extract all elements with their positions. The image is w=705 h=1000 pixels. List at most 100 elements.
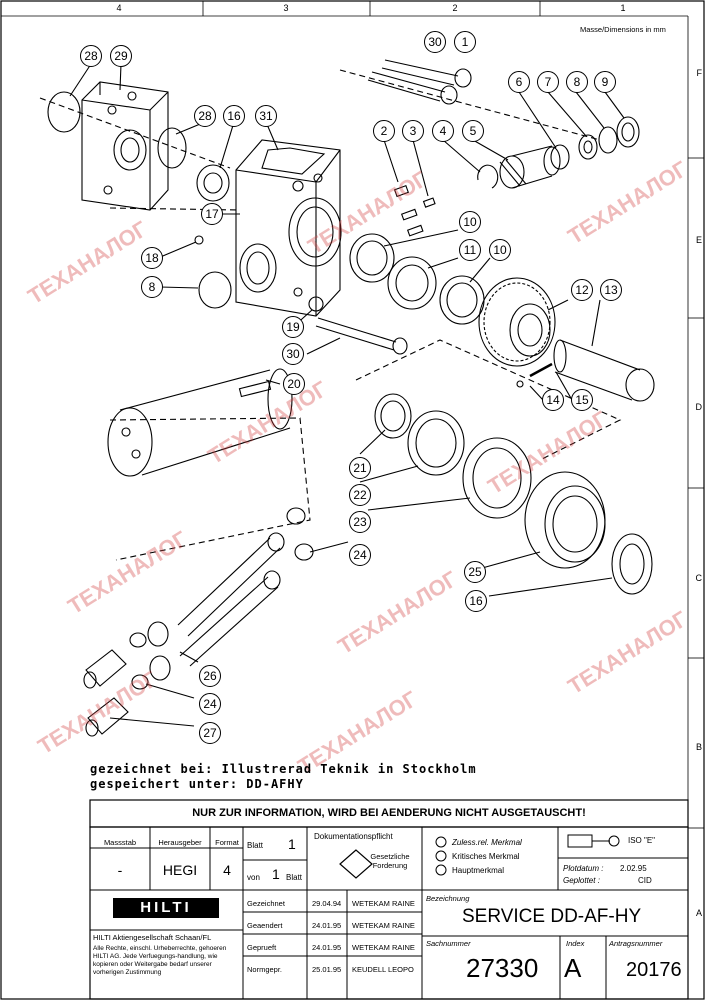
documentation-label: Dokumentationspflicht bbox=[314, 832, 393, 841]
sleeve-part bbox=[407, 410, 465, 476]
zone-label-side: B bbox=[695, 742, 702, 752]
seal-part bbox=[611, 533, 653, 595]
hilti-logo: HILTI bbox=[113, 898, 219, 918]
threaded-ring-part bbox=[524, 471, 606, 569]
part-number-balloon: 16 bbox=[465, 590, 487, 612]
bolt-part bbox=[367, 59, 472, 105]
part-number-balloon: 14 bbox=[542, 389, 564, 411]
index-label: Index bbox=[566, 939, 585, 948]
exploded-view-drawing bbox=[39, 59, 655, 737]
part-number-balloon: 3 bbox=[402, 120, 424, 142]
ball-bearing-part bbox=[462, 437, 532, 519]
part-number-balloon: 31 bbox=[255, 105, 277, 127]
company-name: HILTI Aktiengesellschaft Schaan/FL bbox=[93, 933, 212, 942]
worm-shaft-part bbox=[499, 145, 561, 189]
ring-part bbox=[374, 393, 412, 439]
part-number-balloon: 2 bbox=[373, 120, 395, 142]
part-number-balloon: 19 bbox=[282, 316, 304, 338]
zone-label-top: 4 bbox=[116, 3, 122, 13]
zone-label-side: C bbox=[695, 573, 703, 583]
info-banner: NUR ZUR INFORMATION, WIRD BEI AENDERUNG … bbox=[192, 807, 586, 819]
spur-gear-part bbox=[478, 277, 556, 367]
approval-row-date: 24.01.95 bbox=[312, 943, 342, 952]
part-number-balloon: 21 bbox=[349, 457, 371, 479]
part-number-balloon: 26 bbox=[199, 665, 221, 687]
dimensions-note: Masse/Dimensions in mm bbox=[580, 25, 666, 34]
part-number-balloon: 23 bbox=[349, 511, 371, 533]
part-number-balloon: 10 bbox=[489, 239, 511, 261]
bearing-part bbox=[550, 144, 570, 170]
feature-label-1: Zuless.rel. Merkmal bbox=[452, 838, 522, 847]
approval-row-label: Geaendert bbox=[247, 921, 283, 930]
iso-label: ISO "E" bbox=[628, 836, 656, 845]
part-number-balloon: 8 bbox=[141, 276, 163, 298]
feature-label-2: Kritisches Merkmal bbox=[452, 852, 520, 861]
part-number-balloon: 12 bbox=[571, 279, 593, 301]
part-number-balloon: 30 bbox=[424, 31, 446, 53]
main-housing-part bbox=[235, 139, 342, 317]
zone-label-side: A bbox=[695, 908, 702, 918]
part-number-balloon: 22 bbox=[349, 484, 371, 506]
spindle-part bbox=[553, 339, 655, 402]
washer-part bbox=[349, 233, 395, 283]
approval-row-date: 25.01.95 bbox=[312, 965, 342, 974]
saved-under-note: gespeichert unter: DD-AFHY bbox=[90, 777, 304, 791]
sheet-value: 1 bbox=[288, 836, 296, 852]
part-number-balloon: 15 bbox=[571, 389, 593, 411]
part-number-balloon: 27 bbox=[199, 722, 221, 744]
plotted-by-label: Geplottet : bbox=[563, 876, 600, 885]
part-number-balloon: 28 bbox=[194, 105, 216, 127]
nipple-part bbox=[83, 649, 129, 737]
format-value: 4 bbox=[223, 862, 231, 878]
approval-row-name: WETEKAM RAINE bbox=[352, 943, 415, 952]
format-label: Format bbox=[215, 838, 239, 847]
of-value: 1 bbox=[272, 866, 280, 882]
publisher-value: HEGI bbox=[162, 862, 198, 878]
part-number-balloon: 20 bbox=[283, 373, 305, 395]
part-number-balloon: 10 bbox=[459, 211, 481, 233]
zone-label-side: D bbox=[695, 402, 703, 412]
publisher-label: Herausgeber bbox=[158, 838, 202, 847]
designation-label: Bezeichnung bbox=[426, 894, 470, 903]
approval-row-name: WETEKAM RAINE bbox=[352, 921, 415, 930]
part-number-balloon: 1 bbox=[454, 31, 476, 53]
part-number-balloon: 9 bbox=[594, 71, 616, 93]
designation-value: SERVICE DD-AF-HY bbox=[462, 906, 642, 927]
approval-row-label: Normgepr. bbox=[247, 965, 283, 974]
plotted-by-value: CID bbox=[638, 876, 652, 885]
order-number-value: 20176 bbox=[626, 959, 682, 981]
part-number-balloon: 17 bbox=[201, 203, 223, 225]
circlip-part bbox=[477, 164, 499, 189]
drawn-by-note: gezeichnet bei: Illustrerad Teknik in St… bbox=[90, 762, 477, 776]
index-value: A bbox=[564, 953, 582, 983]
approval-row-date: 29.04.94 bbox=[312, 899, 342, 908]
part-number-balloon: 25 bbox=[464, 561, 486, 583]
part-number-label: Sachnummer bbox=[426, 939, 471, 948]
part-number-balloon: 13 bbox=[600, 279, 622, 301]
part-number-balloon: 24 bbox=[349, 544, 371, 566]
approval-row-date: 24.01.95 bbox=[312, 921, 342, 930]
part-number-balloon: 30 bbox=[282, 343, 304, 365]
rights-note: Alle Rechte, einschl. Urheberrechte, geh… bbox=[93, 945, 227, 976]
scale-label: Massstab bbox=[103, 838, 137, 847]
zone-label-top: 1 bbox=[620, 3, 626, 13]
sheet-label: Blatt bbox=[247, 841, 264, 850]
cylinder-part bbox=[107, 368, 293, 477]
approval-row-name: KEUDELL LEOPO bbox=[352, 965, 414, 974]
part-number-balloon: 5 bbox=[462, 120, 484, 142]
bearing-part bbox=[578, 134, 598, 160]
plot-date-value: 2.02.95 bbox=[620, 864, 647, 873]
part-number-balloon: 24 bbox=[199, 693, 221, 715]
part-number-balloon: 16 bbox=[223, 105, 245, 127]
part-number-balloon: 8 bbox=[566, 71, 588, 93]
part-number-value: 27330 bbox=[466, 953, 539, 983]
part-number-balloon: 29 bbox=[110, 45, 132, 67]
ring-part bbox=[47, 91, 81, 133]
of-label: von bbox=[247, 873, 260, 882]
approval-row-label: Geprueft bbox=[247, 943, 277, 952]
feature-label-3: Hauptmerkmal bbox=[452, 866, 505, 875]
screw-part bbox=[393, 185, 436, 237]
zone-label-side: E bbox=[695, 235, 702, 245]
zone-label-top: 3 bbox=[283, 3, 289, 13]
